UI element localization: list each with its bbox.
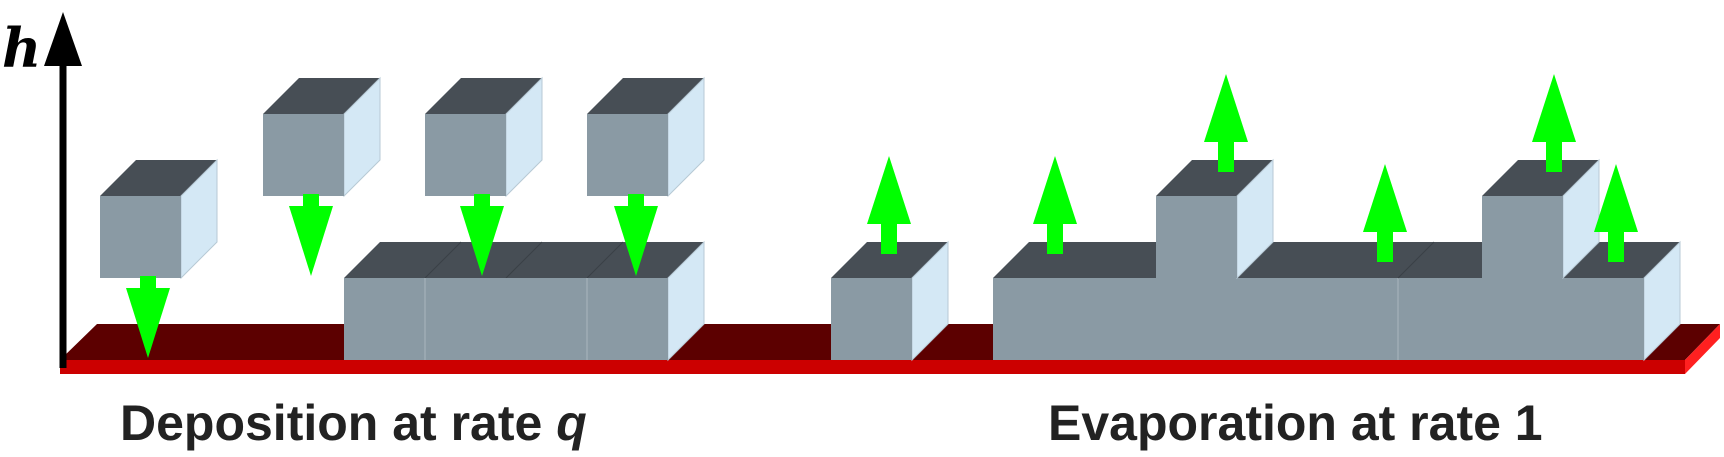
evaporation-arrow	[867, 156, 911, 254]
evaporation-rate: 1	[1514, 395, 1543, 451]
deposition-arrow	[289, 194, 333, 276]
deposition-caption: Deposition at rate q	[120, 398, 587, 448]
deposition-caption-text: Deposition at rate	[120, 395, 557, 451]
falling-cube	[425, 76, 543, 198]
deposited-cube-row	[344, 240, 705, 362]
evaporation-caption-text: Evaporation at rate	[1048, 395, 1515, 451]
raised-cube	[1156, 158, 1274, 280]
substrate-side	[1685, 324, 1720, 374]
falling-cube	[100, 158, 218, 280]
raised-cube	[1482, 158, 1600, 280]
surface-cube	[831, 240, 949, 362]
axis-label-h: h	[2, 16, 41, 80]
falling-cube	[587, 76, 705, 198]
evaporation-arrow	[1033, 156, 1077, 254]
evaporation-caption: Evaporation at rate 1	[1048, 398, 1543, 448]
evaporation-arrow	[1204, 74, 1248, 172]
falling-cube	[263, 76, 381, 198]
evaporation-arrow	[1532, 74, 1576, 172]
axis-arrowhead	[44, 12, 82, 66]
deposition-rate: q	[556, 395, 587, 451]
substrate-front	[60, 360, 1685, 374]
height-axis: h	[2, 12, 82, 368]
